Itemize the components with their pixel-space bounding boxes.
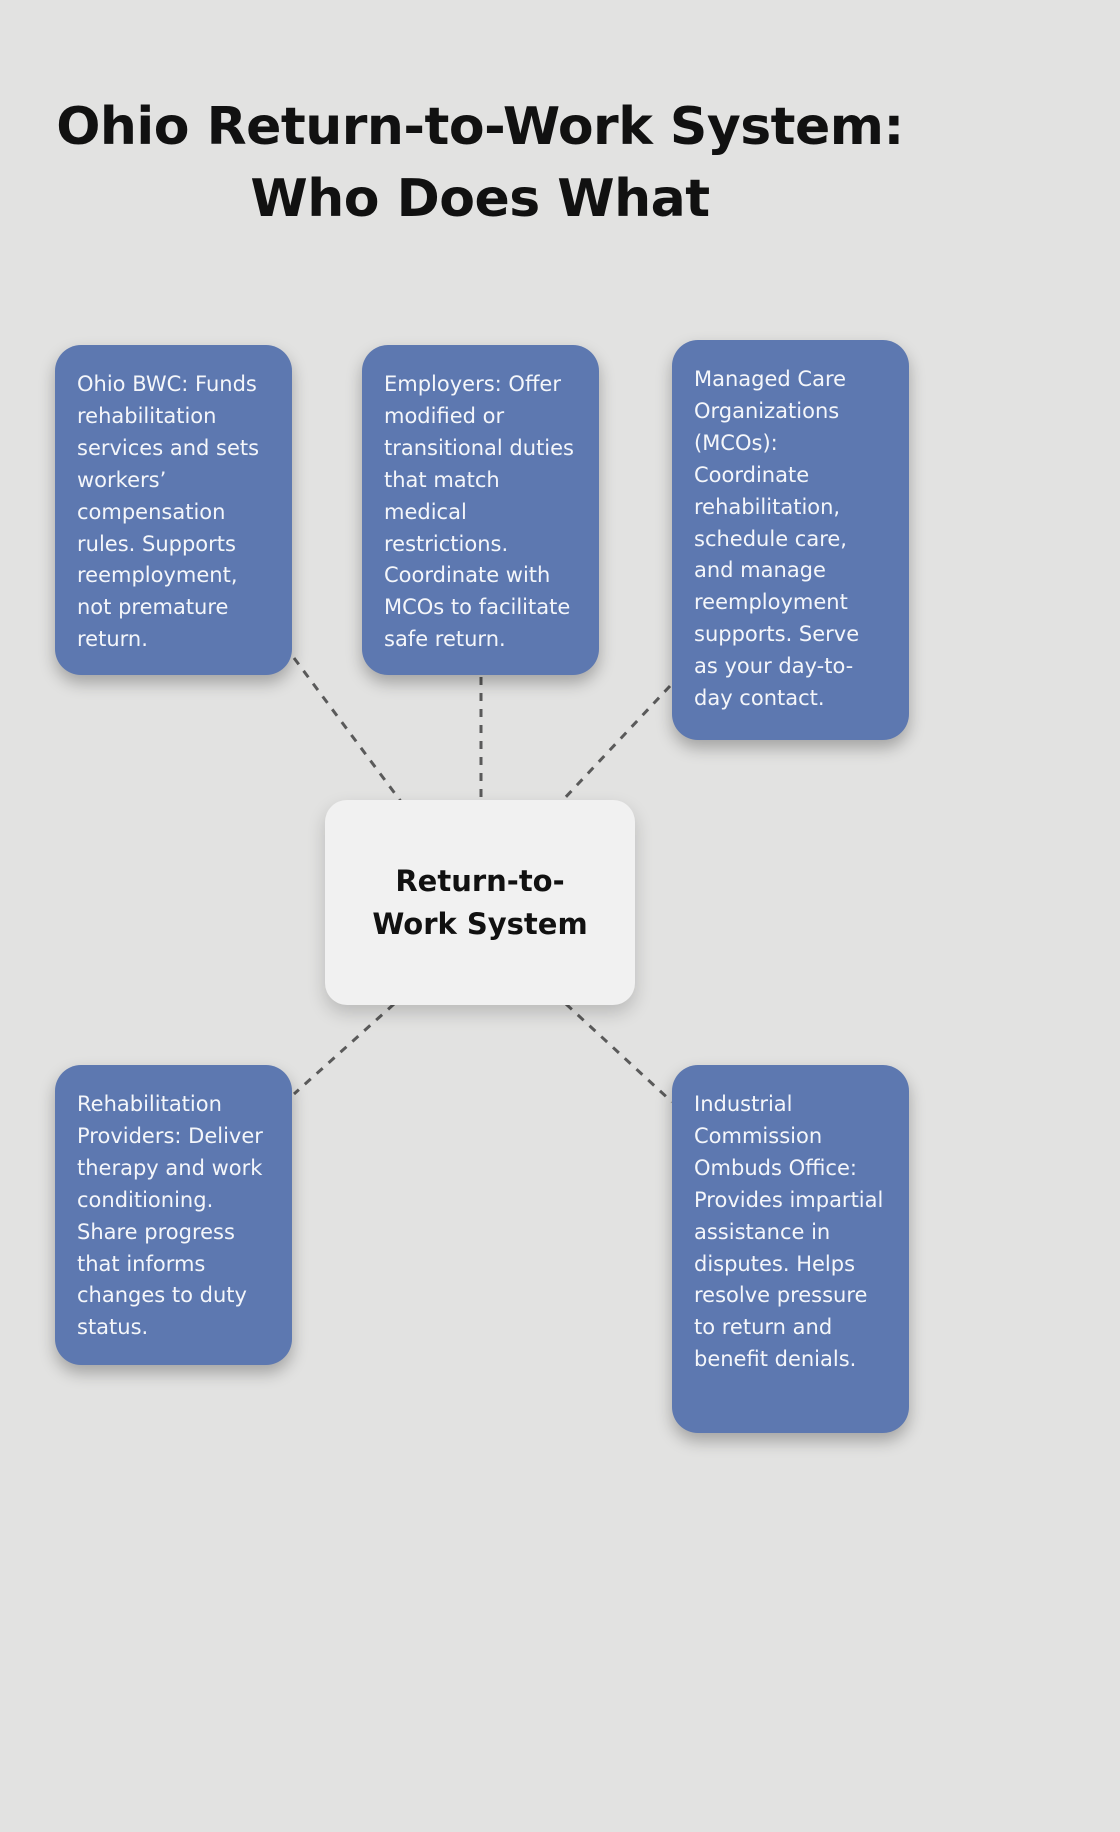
node-return-to-work-system-label: Return-to-Work System: [372, 864, 588, 941]
connector-bwc-to-center: [292, 657, 404, 804]
connector-ombuds-to-center: [564, 1002, 674, 1104]
node-industrial-commission-ombuds-office: Industrial Commission Ombuds Office: Pro…: [672, 1065, 909, 1433]
page-title: Ohio Return-to-Work System: Who Does Wha…: [20, 92, 940, 236]
node-managed-care-organizations-text: Managed Care Organizations (MCOs): Coord…: [694, 367, 860, 711]
page-title-line-1: Ohio Return-to-Work System:: [56, 97, 904, 157]
page-title-line-2: Who Does What: [250, 168, 710, 229]
node-employers: Employers: Offer modified or transitiona…: [362, 345, 599, 675]
node-rehabilitation-providers: Rehabilitation Providers: Deliver therap…: [55, 1065, 292, 1365]
node-ohio-bwc-text: Ohio BWC: Funds rehabilitation services …: [77, 372, 260, 652]
node-return-to-work-system: Return-to-Work System: [325, 800, 635, 1005]
node-rehabilitation-providers-text: Rehabilitation Providers: Deliver therap…: [77, 1092, 263, 1340]
connector-rehab-to-center: [292, 1002, 396, 1096]
connector-mcos-to-center: [560, 684, 672, 803]
node-employers-text: Employers: Offer modified or transitiona…: [384, 372, 574, 652]
node-managed-care-organizations: Managed Care Organizations (MCOs): Coord…: [672, 340, 909, 740]
node-industrial-commission-ombuds-office-text: Industrial Commission Ombuds Office: Pro…: [694, 1092, 884, 1372]
node-ohio-bwc: Ohio BWC: Funds rehabilitation services …: [55, 345, 292, 675]
